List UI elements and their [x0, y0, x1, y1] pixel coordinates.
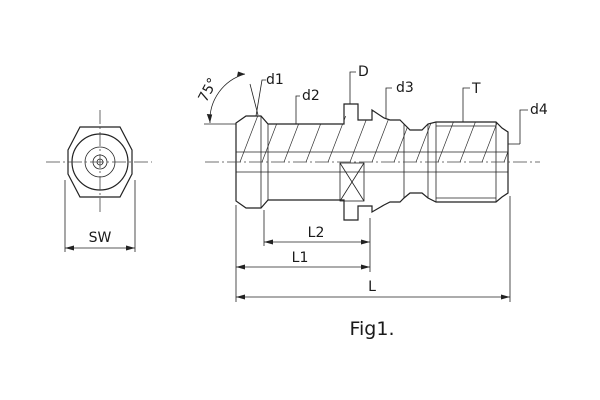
section-hatching — [239, 116, 508, 162]
l-label: L — [368, 279, 376, 295]
d3-label: d3 — [396, 80, 414, 96]
end-view: SW — [46, 110, 152, 252]
sw-label: SW — [89, 230, 112, 246]
t-label: T — [471, 81, 481, 97]
wrench-flat — [339, 162, 365, 202]
angle-label: 75° — [196, 75, 222, 104]
d-label: D — [358, 64, 369, 80]
l2-label: L2 — [308, 225, 325, 241]
pull-stud-outline — [235, 103, 509, 221]
d2-label: d2 — [302, 88, 320, 104]
d1-label: d1 — [266, 72, 284, 88]
side-view: 75° d1 d2 D d3 T d4 L2 L1 — [196, 64, 548, 302]
d4-label: d4 — [530, 102, 548, 118]
hexagon-outline — [67, 126, 133, 198]
l1-label: L1 — [292, 250, 309, 266]
figure-caption: Fig1. — [349, 318, 394, 340]
